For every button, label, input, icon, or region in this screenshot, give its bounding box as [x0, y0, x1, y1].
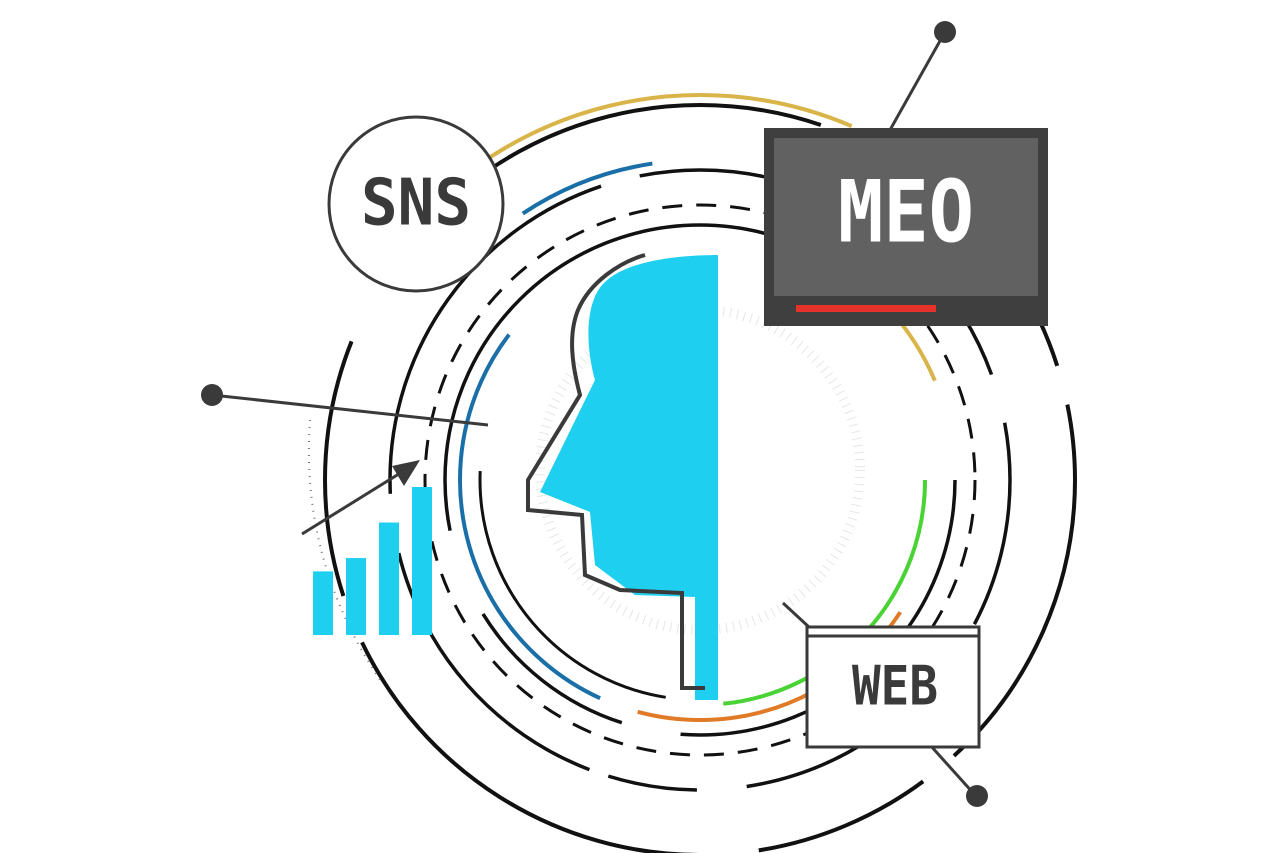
- bar-4: [412, 487, 432, 635]
- ring-gold: [313, 93, 1087, 853]
- trend-arrow-icon: [301, 460, 420, 536]
- ring-outer-black: [323, 103, 1077, 853]
- connector-dot-top-right: [934, 21, 956, 43]
- web-label: WEB: [852, 655, 938, 718]
- sns-label: SNS: [361, 167, 471, 241]
- meo-accent-bar: [796, 305, 936, 312]
- meo-label: MEO: [838, 162, 974, 262]
- tick-ring: [535, 305, 865, 635]
- bar-3: [379, 522, 399, 635]
- ring-blue: [458, 238, 942, 722]
- ring-middle-black: [443, 223, 957, 737]
- meo-display: [774, 138, 1038, 296]
- head-profile-icon: [526, 253, 718, 700]
- connector-top-right: [888, 31, 947, 131]
- ring-green: [473, 253, 927, 707]
- head-fill: [540, 255, 718, 700]
- meo-screen-icon: MEO: [764, 128, 1048, 326]
- ring-orange: [458, 238, 942, 722]
- ring-inner-black: [478, 258, 922, 702]
- bar-1: [313, 571, 333, 635]
- connector-web-top: [781, 601, 812, 630]
- connector-left: [211, 393, 489, 427]
- connector-dot-bottom-right: [966, 785, 988, 807]
- connector-dot-left: [201, 384, 223, 406]
- ring-dashed-black: [423, 203, 977, 757]
- web-window-icon: WEB: [805, 625, 981, 749]
- connectors: [211, 31, 977, 797]
- web-window: [805, 625, 981, 749]
- bar-2: [346, 558, 366, 635]
- connector-bottom-right: [928, 743, 977, 797]
- sns-badge: SNS: [327, 115, 505, 293]
- head-outline: [526, 253, 705, 690]
- bar-chart-icon: [313, 487, 432, 635]
- sns-circle: [327, 115, 505, 293]
- dotted-arc: [307, 419, 381, 681]
